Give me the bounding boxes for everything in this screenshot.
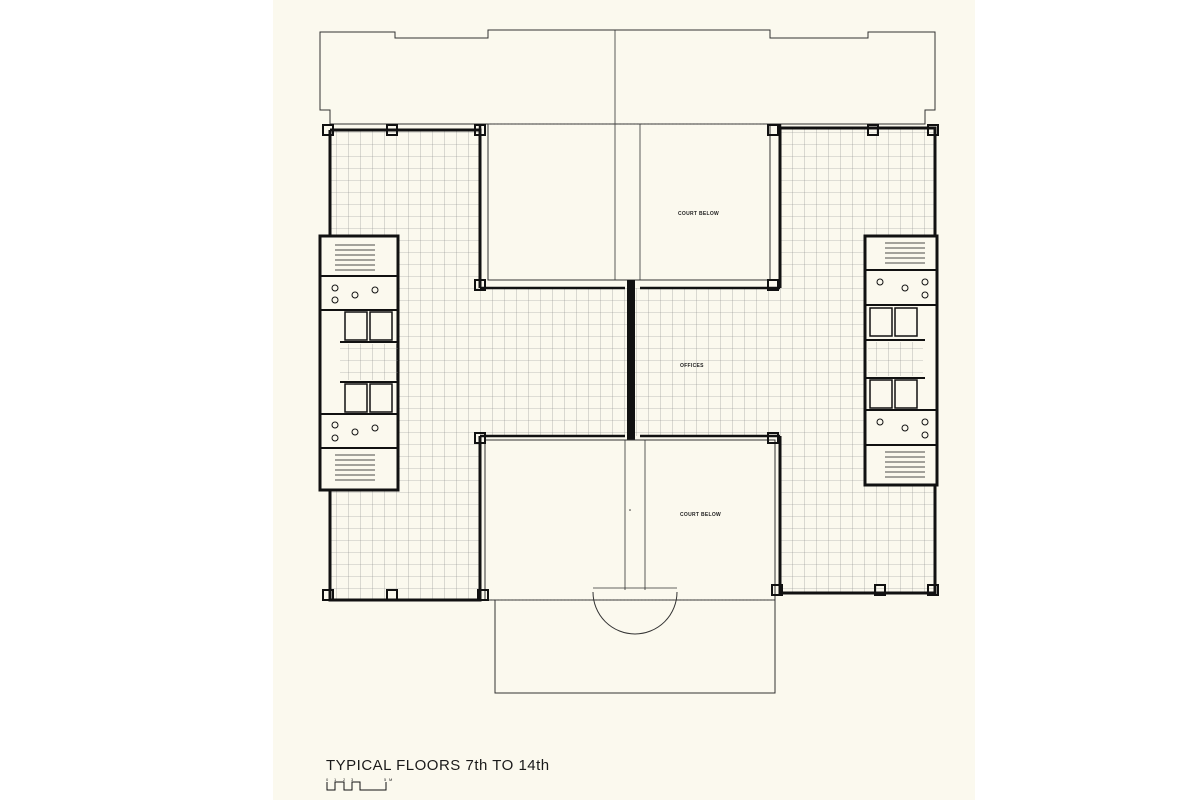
upper-terrace-outline [319, 29, 936, 125]
lower-court [480, 434, 780, 601]
scale-tick-3: 3 [351, 777, 354, 782]
scale-tick-2: 2 [343, 777, 346, 782]
drawing-title: TYPICAL FLOORS 7th TO 14th [326, 757, 550, 774]
scale-tick-1: 1 [334, 777, 337, 782]
left-service-core [318, 234, 400, 492]
scale-bar: 0 1 2 3 5 M [326, 777, 392, 791]
scale-unit: M [389, 777, 392, 782]
label-court-upper: COURT BELOW [678, 211, 719, 217]
lower-terrace [494, 587, 776, 694]
label-offices: OFFICES [680, 363, 704, 369]
upper-court [478, 123, 782, 290]
right-service-core [863, 234, 939, 487]
scale-tick-5: 5 [384, 777, 387, 782]
central-spine-wall [627, 280, 635, 440]
structural-columns [322, 124, 939, 601]
scale-tick-0: 0 [326, 777, 329, 782]
label-court-lower: COURT BELOW [680, 512, 721, 518]
